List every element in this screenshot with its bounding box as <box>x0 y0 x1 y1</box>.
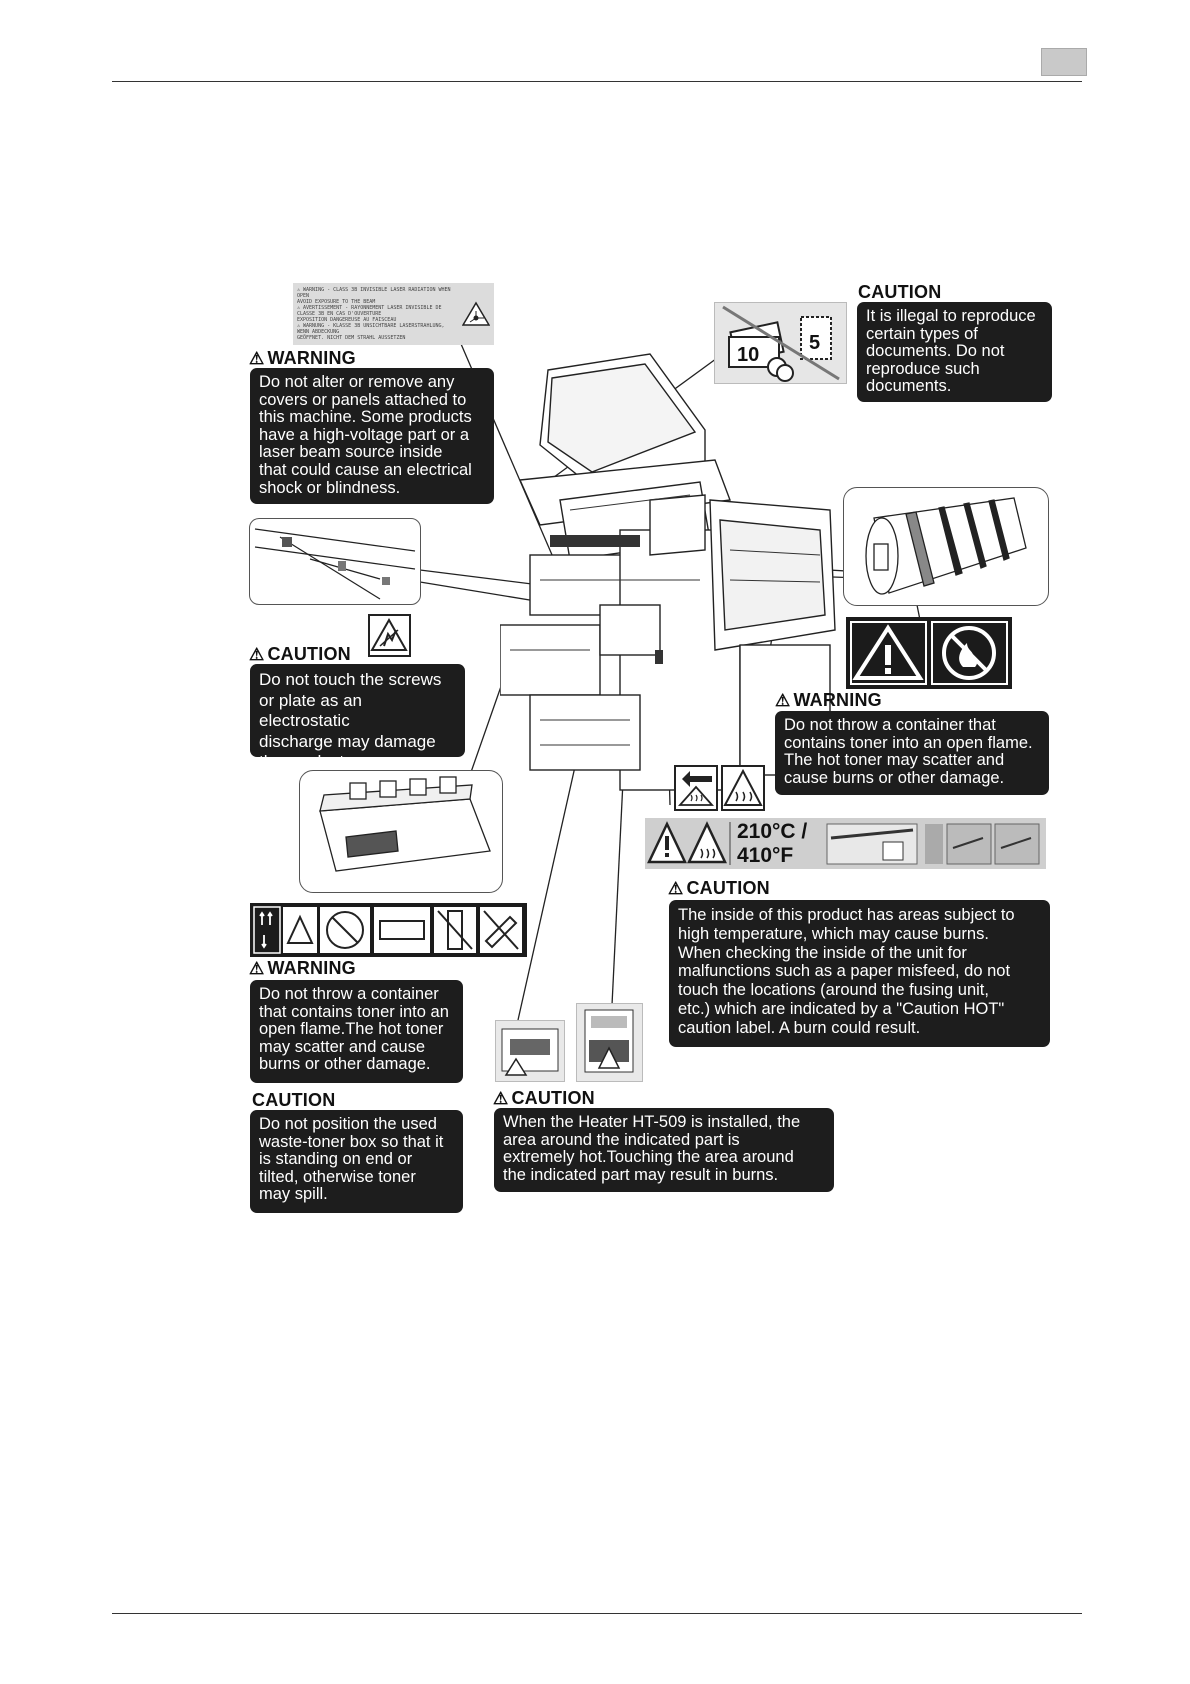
warning-covers-heading: ⚠WARNING <box>249 348 356 368</box>
warning-triangle-icon <box>597 1046 621 1069</box>
temperature-value: 210°C / 410°F <box>737 820 808 867</box>
warning-toner-left-heading: ⚠WARNING <box>249 958 356 978</box>
warning-toner-right-heading: ⚠WARNING <box>775 690 882 710</box>
warning-triangle-icon <box>504 1057 528 1076</box>
heater-detail-1 <box>495 1020 565 1082</box>
caution-waste-text: Do not position the used waste-toner box… <box>250 1110 463 1213</box>
hot-arrow-label <box>674 765 718 811</box>
caution-screws-text: Do not touch the screws or plate as an e… <box>250 664 465 771</box>
no-copy-money-icon: 10 5 <box>722 305 840 382</box>
caution-waste-heading: CAUTION <box>252 1090 336 1110</box>
svg-text:10: 10 <box>737 344 759 366</box>
warning-triangle-icon: ⚠ <box>775 691 791 710</box>
page-number-tab <box>1041 48 1087 76</box>
warning-triangle-icon <box>852 624 924 680</box>
laser-warning-label: ⚠ WARNING - CLASS 3B INVISIBLE LASER RAD… <box>293 283 494 345</box>
warning-toner-right-text: Do not throw a container that contains t… <box>775 711 1049 795</box>
warning-triangle-icon: ⚠ <box>668 879 684 898</box>
caution-heater-heading: ⚠CAUTION <box>493 1088 595 1108</box>
warning-covers-text: Do not alter or remove any covers or pan… <box>250 368 494 504</box>
warning-toner-left-text: Do not throw a container that contains t… <box>250 980 463 1083</box>
caution-illegal-text: It is illegal to reproduce certain types… <box>857 302 1052 402</box>
hot-surface-icon <box>687 821 727 864</box>
no-fire-icon <box>942 626 996 680</box>
header-rule <box>112 81 1082 82</box>
footer-rule <box>112 1613 1082 1614</box>
caution-hot-heading: ⚠CAUTION <box>668 878 770 898</box>
arrow-left-icon <box>682 771 712 787</box>
waste-toner-pictogram-label <box>250 903 527 957</box>
toner-bottle-detail <box>843 487 1049 606</box>
laser-icon <box>462 301 490 326</box>
esd-icon <box>368 614 411 657</box>
warning-triangle-icon: ⚠ <box>249 645 265 664</box>
svg-text:5: 5 <box>809 332 820 354</box>
fusing-temperature-label: 210°C / 410°F <box>645 818 1046 869</box>
hot-surface-icon <box>721 765 765 811</box>
caution-heater-text: When the Heater HT-509 is installed, the… <box>494 1108 834 1192</box>
caution-screws-heading: ⚠CAUTION <box>249 644 351 664</box>
warning-triangle-icon <box>286 914 314 944</box>
no-fire-icon <box>326 911 364 949</box>
fusing-unit-pictograms <box>826 823 1040 865</box>
heater-detail-2 <box>576 1003 643 1082</box>
screw-plate-detail <box>249 518 421 605</box>
warning-triangle-icon: ⚠ <box>249 349 265 368</box>
toner-fire-warning-label <box>846 617 1012 689</box>
caution-illegal-heading: CAUTION <box>858 282 942 302</box>
copier-machine-illustration <box>500 353 836 791</box>
caution-hot-text: The inside of this product has areas sub… <box>669 900 1050 1047</box>
warning-triangle-icon: ⚠ <box>493 1089 509 1108</box>
no-copy-illustration: 10 5 <box>714 302 847 384</box>
warning-triangle-icon: ⚠ <box>249 959 265 978</box>
laser-label-text: ⚠ WARNING - CLASS 3B INVISIBLE LASER RAD… <box>297 287 451 341</box>
waste-toner-box-detail <box>299 770 503 893</box>
